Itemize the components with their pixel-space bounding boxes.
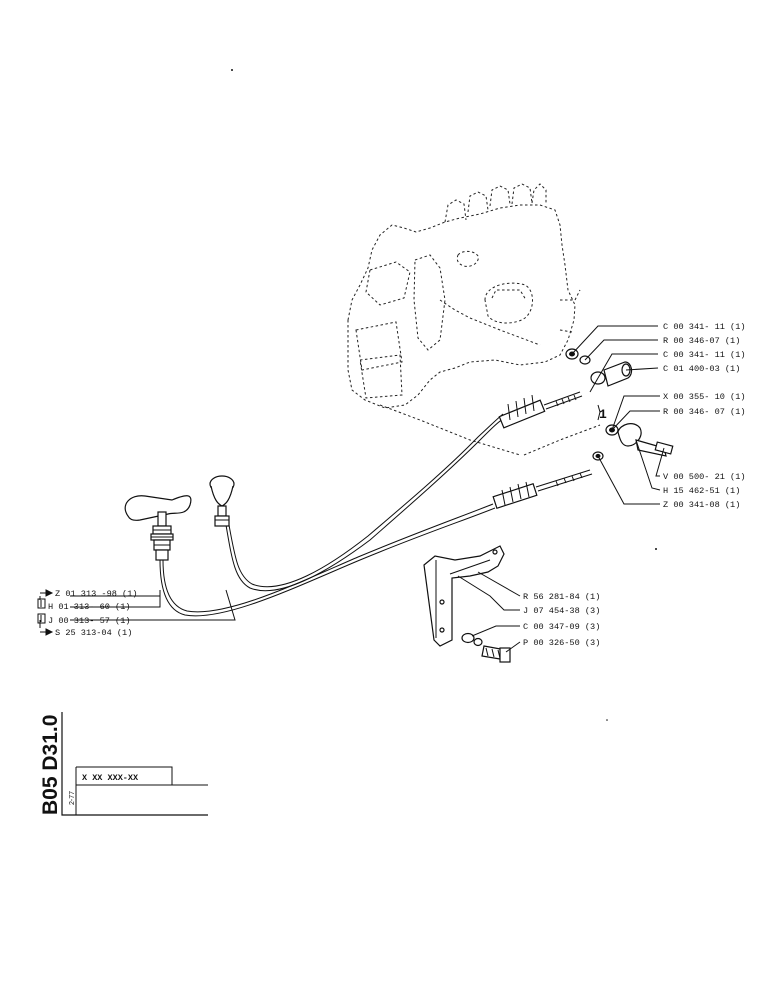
scan-specks <box>231 69 657 721</box>
mushroom-knob <box>209 475 235 527</box>
mark-one: 1 <box>599 407 607 422</box>
callout-right-7: V 00 500- 21 (1) <box>663 472 746 482</box>
callout-bracket-3: C 00 347-09 (3) <box>523 622 600 632</box>
lower-stop-cable <box>159 469 593 617</box>
callout-right-3: C 00 341- 11 (1) <box>663 350 746 360</box>
drawing-code: B05 D31.0 <box>39 715 62 815</box>
leader-lines <box>37 325 665 653</box>
right-callouts: C 00 341- 11 (1) R 00 346-07 (1) C 00 34… <box>599 322 746 510</box>
callout-right-6: R 00 346- 07 (1) <box>663 407 746 417</box>
callout-right-8: H 15 462-51 (1) <box>663 486 740 496</box>
callout-left-4: S 25 313-04 (1) <box>55 628 132 638</box>
linkage-parts <box>565 348 674 461</box>
callout-bracket-4: P 00 326-50 (3) <box>523 638 600 648</box>
callout-bracket-1: R 56 281-84 (1) <box>523 592 600 602</box>
callout-left-3: J 00 313- 57 (1) <box>48 616 131 626</box>
injection-pump-outline <box>347 183 601 456</box>
callout-right-5: X 00 355- 10 (1) <box>663 392 746 402</box>
callout-left-2: H 01 313- 60 (1) <box>48 602 131 612</box>
mounting-bracket <box>423 545 511 663</box>
callout-left-1: Z 01 313 -98 (1) <box>55 589 138 599</box>
bracket-callouts: R 56 281-84 (1) J 07 454-38 (3) C 00 347… <box>523 592 600 648</box>
upper-throttle-cable <box>225 391 583 592</box>
callout-right-2: R 00 346-07 (1) <box>663 336 740 346</box>
callout-right-4: C 01 400-03 (1) <box>663 364 740 374</box>
title-block: B05 D31.0 2-77 X XX XXX-XX <box>39 712 208 816</box>
callout-bracket-2: J 07 454-38 (3) <box>523 606 600 616</box>
t-handle-knob <box>124 495 192 561</box>
callout-right-9: Z 00 341-08 (1) <box>663 500 740 510</box>
sheet-number: 2-77 <box>69 791 76 805</box>
serial-number: X XX XXX-XX <box>82 773 139 783</box>
left-callouts: Z 01 313 -98 (1) H 01 313- 60 (1) J 00 3… <box>48 589 138 638</box>
callout-right-1: C 00 341- 11 (1) <box>663 322 746 332</box>
